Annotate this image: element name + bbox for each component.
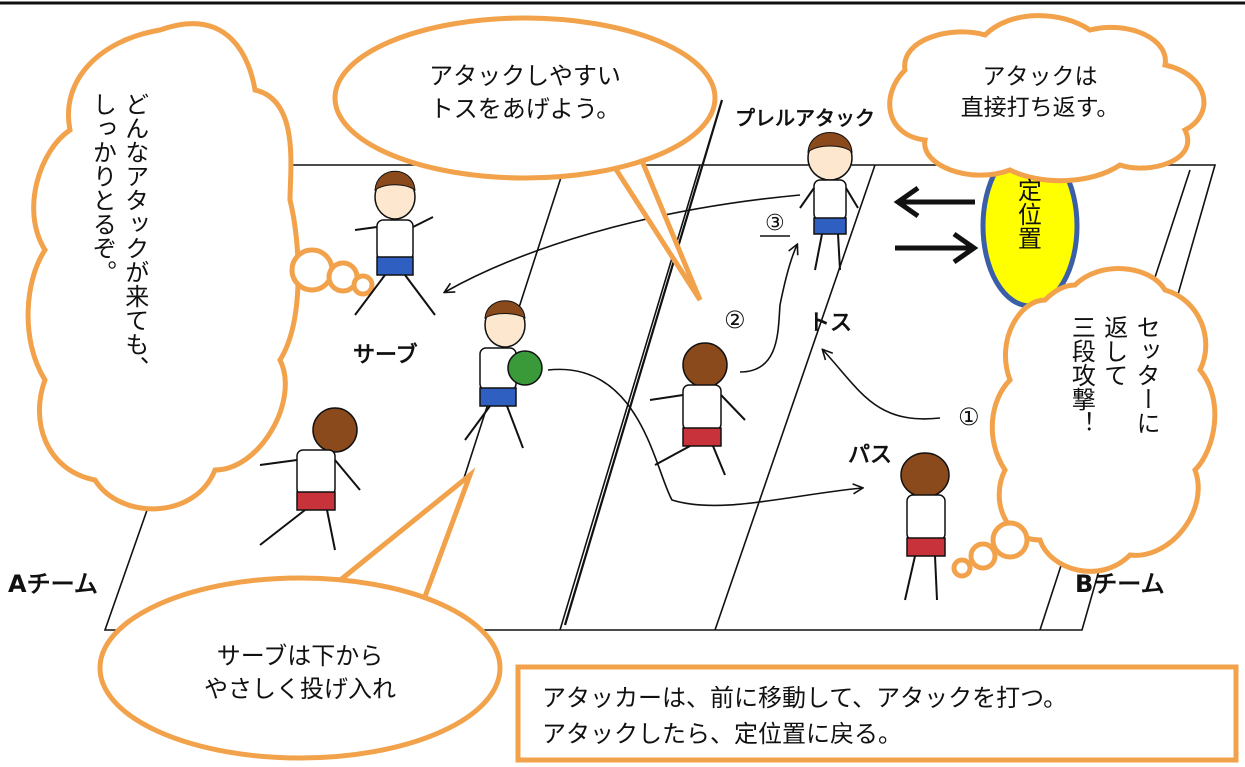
net bbox=[563, 99, 724, 626]
plel-attack-label: プレルアタック bbox=[735, 106, 875, 130]
serve-tip-line-1: サーブは下から bbox=[216, 642, 384, 670]
toss-label: トス bbox=[808, 311, 852, 336]
setter-cloud-dot-3 bbox=[951, 557, 973, 579]
pass-trajectory bbox=[823, 350, 941, 420]
step3-label: ③ bbox=[765, 211, 785, 236]
setter-cloud-dot-1 bbox=[990, 520, 1030, 560]
serve-tip-line-2: やさしく投げ入れ bbox=[204, 675, 396, 703]
toss-trajectory bbox=[739, 245, 797, 373]
defense-cloud-dot-1 bbox=[289, 247, 335, 293]
net-left-line bbox=[559, 164, 701, 631]
player-attacker bbox=[799, 132, 859, 271]
defense-cloud bbox=[25, 21, 301, 512]
attack-tip-text: アタックは 直接打ち返す。 bbox=[925, 62, 1155, 124]
setter-tip-line-1: セッターに bbox=[1132, 315, 1161, 435]
volleyball-icon bbox=[507, 350, 543, 386]
serve-bubble bbox=[97, 575, 503, 761]
serve-tip-text: サーブは下から やさしく投げ入れ bbox=[160, 640, 440, 706]
position-badge-text: 定位置 bbox=[1013, 178, 1042, 250]
pass-label: パス bbox=[848, 443, 892, 468]
toss-tip-line-1: アタックしやすい bbox=[429, 62, 621, 90]
forward-arrow-head bbox=[893, 185, 920, 219]
attack-cloud bbox=[887, 13, 1207, 184]
setter-tip-line-2: 返して bbox=[1099, 315, 1128, 387]
player-receiver-left bbox=[259, 407, 361, 551]
toss-tip-text: アタックしやすい トスをあげよう。 bbox=[395, 60, 655, 126]
player-server bbox=[464, 300, 543, 449]
setter-tip-text: セッターに 返して 三段攻撃！ bbox=[1065, 315, 1162, 535]
attack-tip-line-2: 直接打ち返す。 bbox=[960, 95, 1120, 121]
defense-tip-text: どんなアタックが来ても、 しっかりとるぞ。 bbox=[86, 92, 151, 472]
serve-trajectory bbox=[547, 368, 862, 507]
bubbles bbox=[25, 13, 1218, 761]
step2-label: ② bbox=[724, 306, 746, 334]
player-passer bbox=[900, 452, 950, 601]
attack-tip-line-1: アタックは bbox=[982, 64, 1098, 90]
note-box bbox=[515, 664, 1239, 763]
toss-tip-line-2: トスをあげよう。 bbox=[429, 95, 621, 123]
note-box-text: アタッカーは、前に移動して、アタックを打つ。 アタックしたら、定位置に戻る。 bbox=[542, 680, 1232, 752]
step1-label: ① bbox=[958, 403, 980, 431]
toss-bubble-tail bbox=[605, 153, 703, 302]
setter-cloud bbox=[989, 266, 1218, 574]
note-line-1: アタッカーは、前に移動して、アタックを打つ。 bbox=[542, 684, 1068, 712]
defense-tip-line-2: しっかりとるぞ。 bbox=[88, 92, 117, 284]
court-labels: Aチーム Bチーム サーブ パス トス プレルアタック ① ② ③ bbox=[8, 106, 1165, 598]
trajectories bbox=[445, 194, 941, 507]
player-defender bbox=[354, 170, 436, 316]
team-a-label: Aチーム bbox=[8, 570, 98, 598]
note-line-2: アタックしたら、定位置に戻る。 bbox=[542, 720, 902, 748]
defense-tip-line-1: どんなアタックが来ても、 bbox=[120, 92, 149, 380]
attack-trajectory bbox=[445, 194, 801, 292]
court-line-b bbox=[714, 164, 876, 631]
setter-cloud-dot-2 bbox=[968, 541, 998, 571]
toss-bubble bbox=[332, 15, 718, 181]
setter-tip-line-3: 三段攻撃！ bbox=[1067, 315, 1096, 435]
defense-cloud-dot-3 bbox=[351, 273, 375, 297]
player-setter bbox=[649, 342, 746, 476]
back-arrow-head bbox=[952, 231, 979, 265]
movement-arrows bbox=[893, 185, 979, 265]
team-b-label: Bチーム bbox=[1075, 570, 1165, 598]
serve-label: サーブ bbox=[353, 342, 418, 368]
